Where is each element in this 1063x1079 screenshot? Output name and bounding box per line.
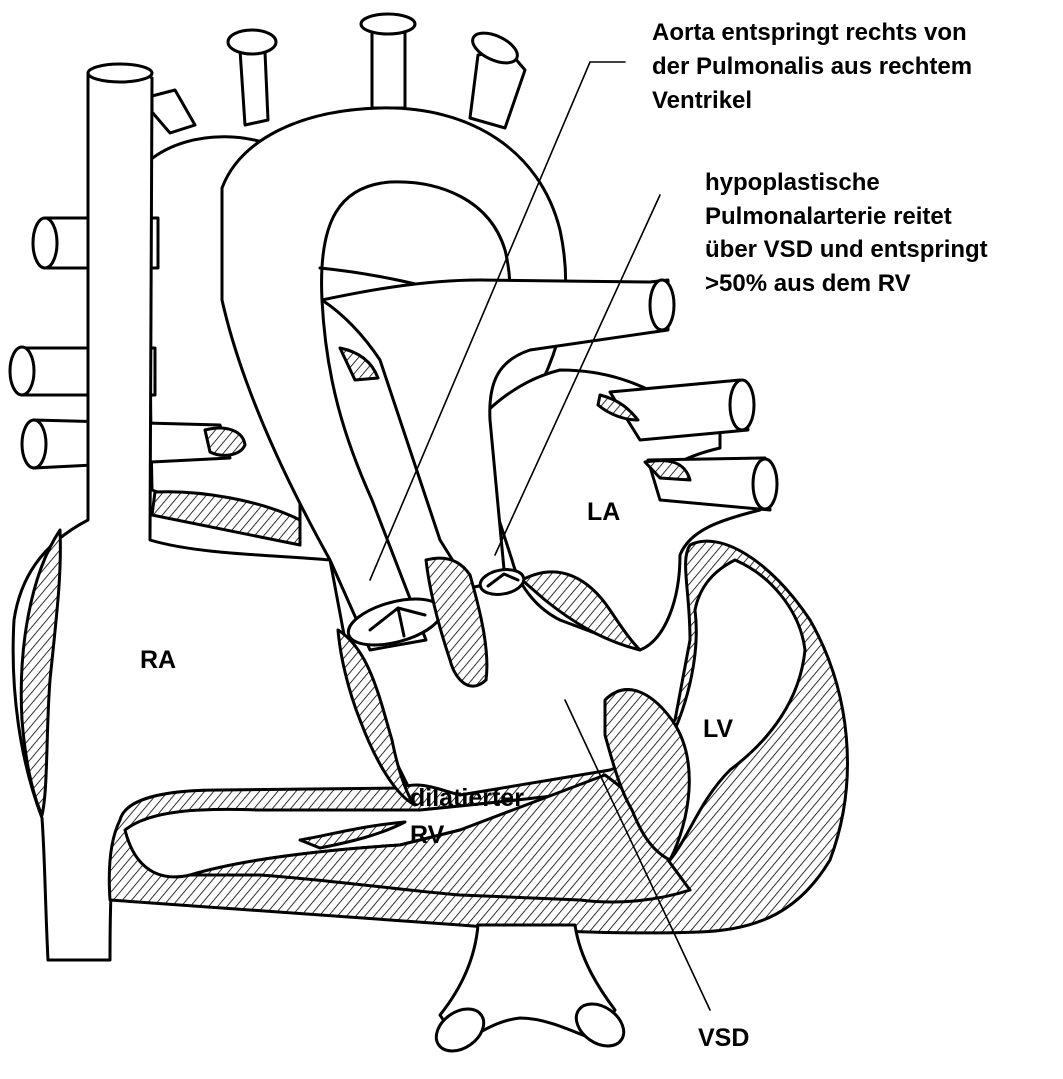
pulmonary-annotation: hypoplastische Pulmonalarterie reitet üb…: [705, 169, 994, 297]
inferior-vessels: [428, 925, 631, 1060]
vsd-label: VSD: [698, 1024, 749, 1052]
aorta-annotation: Aorta entspringt rechts von der Pulmonal…: [652, 19, 979, 114]
la-label: LA: [587, 498, 620, 526]
ra-label: RA: [140, 646, 176, 674]
lv-label: LV: [703, 715, 733, 743]
